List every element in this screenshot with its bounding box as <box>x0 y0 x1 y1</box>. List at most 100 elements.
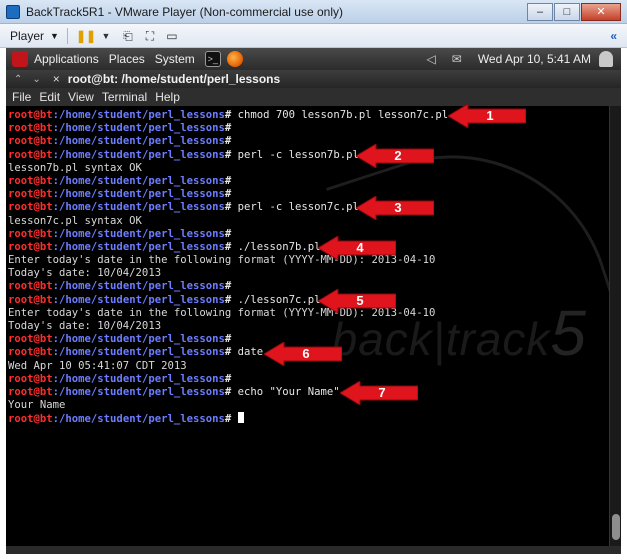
maximize-button[interactable]: □ <box>554 2 580 21</box>
annotation-number: 4 <box>356 240 364 255</box>
minimize-button[interactable]: – <box>527 2 553 21</box>
prompt-path: :/home/student/perl_lessons <box>52 240 225 253</box>
menu-help[interactable]: Help <box>155 90 180 104</box>
menu-terminal[interactable]: Terminal <box>101 90 148 104</box>
prompt-line: root@bt:/home/student/perl_lessons# <box>8 122 448 135</box>
unity-icon[interactable]: ▭ <box>166 28 178 43</box>
prompt-hash: # <box>224 293 232 306</box>
places-menu[interactable]: Places <box>108 52 145 66</box>
command-text: echo "Your Name" <box>231 385 340 398</box>
command-text: perl -c lesson7c.pl <box>231 201 359 214</box>
prompt-user: root@bt <box>8 413 53 426</box>
prompt-line: root@bt:/home/student/perl_lessons# <box>8 135 448 148</box>
send-ctrl-alt-del-icon[interactable]: ⎗ <box>123 28 133 43</box>
chevron-down-icon: ▼ <box>50 30 59 41</box>
prompt-user: root@bt <box>8 346 53 359</box>
command-text: ./lesson7c.pl <box>231 293 321 306</box>
system-menu[interactable]: System <box>154 52 195 66</box>
prompt-path: :/home/student/perl_lessons <box>52 188 225 201</box>
prompt-path: :/home/student/perl_lessons <box>52 227 225 240</box>
toolbar-divider <box>66 27 68 44</box>
prompt-hash: # <box>224 188 232 201</box>
prompt-path: :/home/student/perl_lessons <box>52 280 225 293</box>
menu-file[interactable]: File <box>12 90 32 104</box>
prompt-user: root@bt <box>8 385 53 398</box>
annotation-number: 6 <box>302 345 310 361</box>
speaker-icon[interactable]: ◁ <box>426 52 436 66</box>
vmware-app-icon <box>6 4 20 19</box>
annotation-arrow-7: 7 <box>340 381 418 406</box>
prompt-line: root@bt:/home/student/perl_lessons# date <box>8 346 448 359</box>
prompt-hash: # <box>224 148 232 161</box>
prompt-path: :/home/student/perl_lessons <box>52 122 225 135</box>
pause-icon[interactable]: ❚❚ <box>75 28 97 43</box>
backtrack-logo-icon <box>12 51 28 67</box>
output-line: lesson7b.pl syntax OK <box>8 161 142 174</box>
vmware-toolbar: Player ▼ ❚❚ ▼ ⎗ ⛶ ▭ « <box>0 24 627 48</box>
mail-icon[interactable]: ✉ <box>451 52 462 66</box>
prompt-path: :/home/student/perl_lessons <box>52 174 225 187</box>
text-cursor <box>237 412 244 424</box>
chevron-up-icon[interactable]: ⌃ <box>14 73 23 85</box>
prompt-user: root@bt <box>8 227 53 240</box>
guest-top-panel: Applications Places System >_ ◁ ✉ Wed Ap… <box>6 48 621 70</box>
prompt-hash: # <box>224 413 232 426</box>
vmware-title-bar: BackTrack5R1 - VMware Player (Non-commer… <box>0 0 627 24</box>
terminal-title-bar: ⌃ ⌄ × root@bt: /home/student/perl_lesson… <box>6 70 621 88</box>
output-line: Today's date: 10/04/2013 <box>8 267 162 280</box>
prompt-line: root@bt:/home/student/perl_lessons# chmo… <box>8 109 448 122</box>
annotation-arrow-2: 2 <box>356 143 434 168</box>
prompt-hash: # <box>224 122 232 135</box>
prompt-hash: # <box>224 372 232 385</box>
player-label: Player <box>10 28 45 43</box>
terminal-bottom-edge <box>6 546 621 554</box>
prompt-hash: # <box>224 135 232 148</box>
prompt-hash: # <box>224 201 232 214</box>
user-icon[interactable] <box>599 51 613 67</box>
fullscreen-icon[interactable]: ⛶ <box>145 28 155 43</box>
player-menu-button[interactable]: Player ▼ <box>10 29 59 43</box>
annotation-number: 3 <box>394 200 402 216</box>
annotation-number: 2 <box>394 147 402 163</box>
command-text: ./lesson7b.pl <box>231 240 321 253</box>
terminal-lines: root@bt:/home/student/perl_lessons# chmo… <box>8 109 448 426</box>
prompt-hash: # <box>224 346 232 359</box>
prompt-hash: # <box>224 174 232 187</box>
prompt-path: :/home/student/perl_lessons <box>52 201 225 214</box>
scrollbar-thumb[interactable] <box>612 514 620 540</box>
close-icon[interactable]: × <box>52 72 60 86</box>
output-line: Your Name <box>8 399 66 412</box>
collapse-toolbar-button[interactable]: « <box>610 28 617 43</box>
prompt-path: :/home/student/perl_lessons <box>52 293 225 306</box>
annotation-number: 5 <box>356 292 364 308</box>
chevron-down-icon[interactable]: ▼ <box>101 30 111 41</box>
prompt-user: root@bt <box>8 148 53 161</box>
command-text: perl -c lesson7b.pl <box>231 148 359 161</box>
prompt-line: root@bt:/home/student/perl_lessons# <box>8 373 448 386</box>
prompt-line: root@bt:/home/student/perl_lessons# <box>8 333 448 346</box>
close-button[interactable]: ✕ <box>581 2 621 21</box>
prompt-user: root@bt <box>8 135 53 148</box>
prompt-line: root@bt:/home/student/perl_lessons# perl… <box>8 149 448 162</box>
prompt-path: :/home/student/perl_lessons <box>52 413 225 426</box>
prompt-line: root@bt:/home/student/perl_lessons# <box>8 188 448 201</box>
terminal-launcher-icon[interactable]: >_ <box>204 51 221 67</box>
prompt-user: root@bt <box>8 188 53 201</box>
prompt-user: root@bt <box>8 240 53 253</box>
backtrack-watermark: back|track5 <box>331 297 587 369</box>
menu-view[interactable]: View <box>68 90 94 104</box>
firefox-launcher-icon[interactable] <box>226 51 243 67</box>
prompt-line: root@bt:/home/student/perl_lessons# <box>8 228 448 241</box>
prompt-path: :/home/student/perl_lessons <box>52 109 225 121</box>
command-text: date <box>231 346 264 359</box>
terminal-output[interactable]: back|track5 root@bt:/home/student/perl_l… <box>6 106 621 546</box>
prompt-user: root@bt <box>8 201 53 214</box>
chevron-down-icon[interactable]: ⌄ <box>32 73 41 85</box>
applications-menu[interactable]: Applications <box>34 52 99 66</box>
annotation-arrow-6: 6 <box>264 341 342 366</box>
terminal-scrollbar[interactable] <box>609 106 621 546</box>
prompt-path: :/home/student/perl_lessons <box>52 148 225 161</box>
prompt-hash: # <box>224 240 232 253</box>
panel-clock[interactable]: Wed Apr 10, 5:41 AM <box>477 52 591 66</box>
menu-edit[interactable]: Edit <box>39 90 61 104</box>
